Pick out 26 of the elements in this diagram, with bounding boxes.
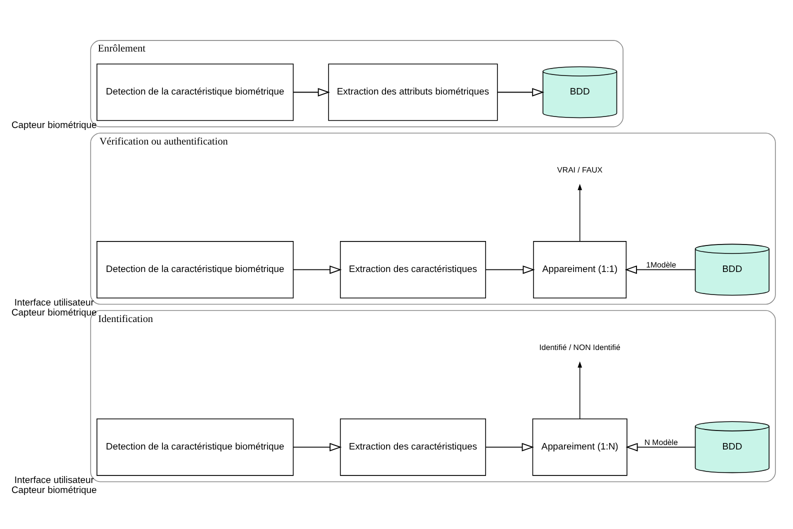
node-text: VRAI / FAUX: [557, 165, 603, 174]
arrow: [485, 264, 535, 274]
arrow: [292, 442, 342, 451]
node-box: Extraction des caractéristiques: [340, 418, 486, 476]
arrow: [624, 264, 696, 274]
node-box: Detection de la caractéristique biométrique: [96, 418, 294, 476]
arrow: [497, 88, 544, 96]
arrow: [578, 360, 582, 418]
node-box: Appareiment (1:1): [533, 240, 627, 298]
arrow: [292, 88, 330, 96]
node-box: Detection de la caractéristique biométrique: [96, 63, 294, 120]
node-text: Identifié / NON Identifié: [539, 342, 620, 352]
node-label: Interface utilisateur: [14, 296, 94, 308]
edge-label: N Modèle: [644, 437, 678, 446]
arrow: [578, 183, 582, 241]
edge-label: 1Modèle: [646, 260, 676, 269]
node-label: Interface utilisateur: [14, 473, 94, 484]
arrow: [292, 264, 342, 274]
node-box: Appareiment (1:N): [532, 418, 628, 476]
arrow: [626, 442, 696, 451]
node-box: Detection de la caractéristique biométrique: [96, 240, 294, 298]
node-label: Capteur biométrique: [12, 306, 97, 318]
node-label: Capteur biométrique: [12, 484, 97, 495]
arrow: [485, 442, 534, 451]
node-box: Extraction des caractéristiques: [340, 240, 486, 298]
node-box: Extraction des attributs biométriques: [328, 63, 498, 120]
